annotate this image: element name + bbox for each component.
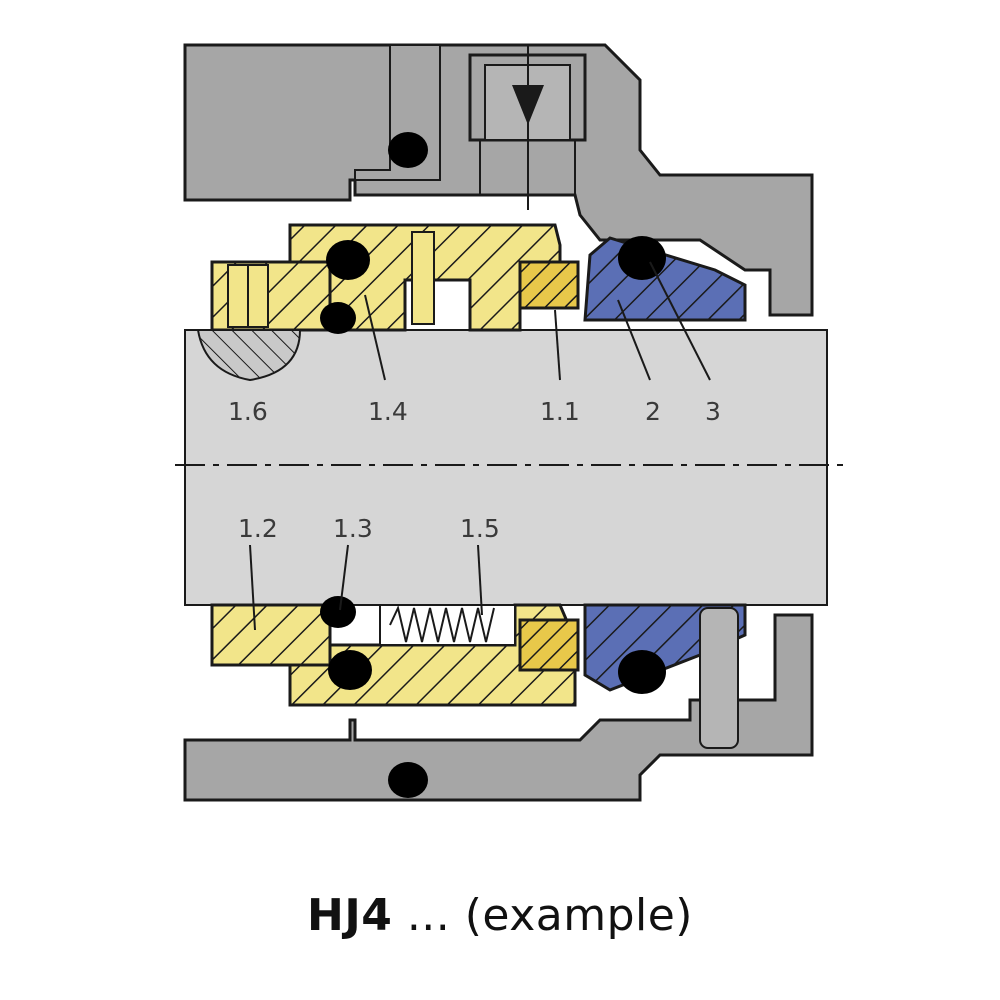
- upper-housing: [183, 43, 814, 317]
- label-1-2: 1.2: [238, 514, 278, 543]
- label-1-4: 1.4: [368, 397, 408, 426]
- caption-suffix: ... (example): [392, 890, 693, 941]
- lower-stationary-unit: [583, 603, 747, 749]
- part-labels: 1.6 1.4 1.1 2 3 1.2 1.3 1.5: [228, 397, 721, 543]
- anti-rotation-pin: [699, 607, 739, 749]
- o-ring-upper-2: [320, 302, 356, 334]
- lower-rotating-unit: [210, 596, 580, 707]
- o-ring-lower-2: [328, 650, 372, 690]
- part-3-o-ring-lower: [618, 650, 666, 694]
- part-1-5-spring: [389, 604, 495, 643]
- part-1-6-insert: [196, 329, 302, 382]
- o-ring-lower-1: [320, 596, 356, 628]
- label-1-6: 1.6: [228, 397, 268, 426]
- flow-arrow-icon: [512, 85, 544, 125]
- leader-lines: [249, 261, 711, 631]
- label-1-5: 1.5: [460, 514, 500, 543]
- drive-pin-upper: [411, 231, 435, 325]
- o-ring-upper-1: [326, 240, 370, 280]
- label-1-1: 1.1: [540, 397, 580, 426]
- model-name: HJ4: [307, 890, 393, 941]
- figure-caption: HJ4 ... (example): [0, 890, 1000, 941]
- gland-o-ring-upper: [388, 132, 428, 168]
- label-3: 3: [705, 397, 721, 426]
- part-1-1-face-upper: [518, 260, 580, 310]
- gland-o-ring-lower: [388, 762, 428, 798]
- part-1-1-face-lower: [518, 618, 580, 672]
- shaft-body: [184, 329, 828, 606]
- upper-rotating-unit: [196, 223, 580, 382]
- part-3-o-ring-upper: [618, 236, 666, 280]
- label-1-3: 1.3: [333, 514, 373, 543]
- label-2: 2: [645, 397, 661, 426]
